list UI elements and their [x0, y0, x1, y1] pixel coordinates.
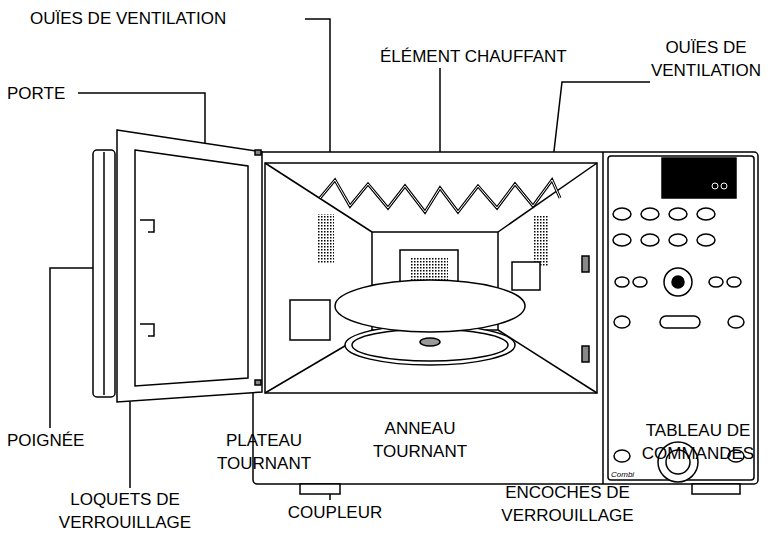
lock-slot	[582, 256, 589, 272]
vent-grille	[318, 214, 334, 264]
door-window	[135, 150, 248, 386]
selector-knob	[664, 268, 692, 296]
part-label: ENCOCHES DE VERROUILLAGE	[495, 481, 640, 527]
control-button	[709, 277, 723, 287]
control-button	[660, 316, 700, 328]
control-button	[669, 208, 687, 220]
door-hinge	[255, 380, 261, 385]
turntable-ring-inner	[352, 329, 508, 361]
button-group	[613, 208, 744, 482]
door	[117, 130, 262, 402]
control-button	[615, 277, 629, 287]
heating-element	[320, 180, 560, 212]
control-button	[697, 208, 715, 220]
part-label: ANNEAU TOURNANT	[368, 417, 472, 463]
part-label: LOQUETS DE VERROUILLAGE	[50, 488, 200, 534]
display-screen	[662, 158, 736, 198]
part-label: ÉLÉMENT CHAUFFANT	[380, 45, 620, 68]
heating-element-highlight	[320, 180, 560, 212]
door-latch	[140, 220, 154, 232]
door-latch	[140, 324, 154, 336]
lock-slot	[582, 346, 589, 362]
part-label: OUÏES DE VENTILATION	[645, 36, 767, 82]
control-button	[728, 316, 744, 328]
control-button	[697, 234, 715, 246]
control-button	[727, 277, 741, 287]
door-hinge	[255, 150, 261, 155]
part-label: POIGNÉE	[7, 429, 107, 452]
control-button	[614, 316, 630, 328]
selector-knob-center	[672, 276, 684, 288]
turntable-plate	[335, 280, 525, 332]
control-button	[633, 277, 647, 287]
part-label: PORTE	[7, 82, 87, 105]
part-label: COUPLEUR	[280, 501, 390, 524]
oven-foot	[300, 484, 340, 494]
oven-foot	[692, 484, 740, 494]
control-button	[641, 234, 659, 246]
part-label: OUÏES DE VENTILATION	[30, 7, 310, 30]
panel-divider	[602, 152, 604, 484]
side-cover	[290, 300, 330, 340]
control-button	[613, 208, 631, 220]
control-button	[613, 234, 631, 246]
brand-mark: Combi	[611, 470, 641, 480]
door-handle	[93, 150, 115, 397]
display-symbol	[721, 183, 727, 189]
display-symbol	[712, 183, 718, 189]
control-button	[641, 208, 659, 220]
vent-grille	[533, 216, 549, 266]
control-button	[669, 234, 687, 246]
control-button	[614, 450, 630, 462]
coupler	[420, 338, 440, 346]
cavity-opening	[265, 163, 597, 393]
handle-edge	[103, 152, 105, 395]
part-label: PLATEAU TOURNANT	[212, 429, 316, 475]
part-label: TABLEAU DE COMMANDES	[628, 419, 768, 465]
leader-line	[50, 268, 93, 428]
side-cover	[512, 262, 540, 290]
